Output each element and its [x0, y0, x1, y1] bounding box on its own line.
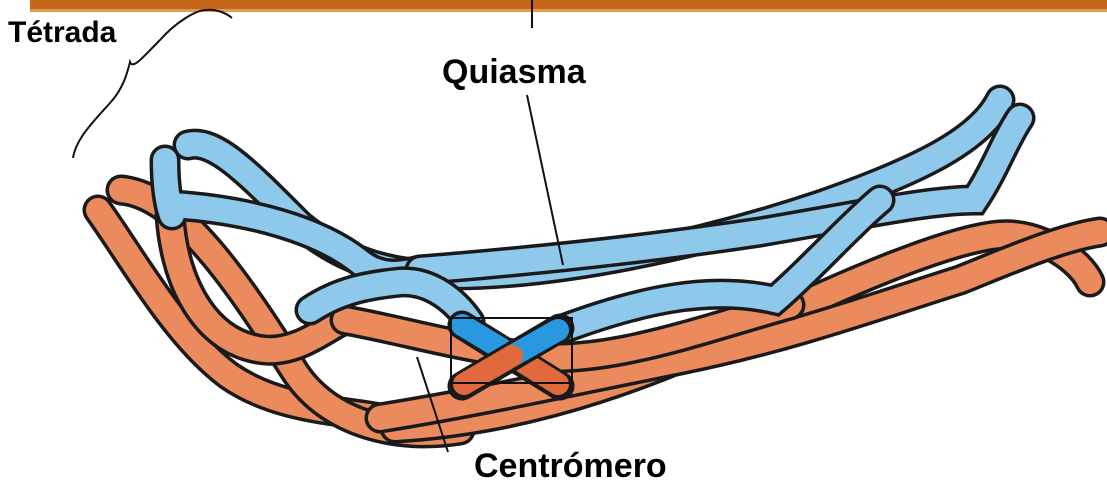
quiasma-pointer: [527, 95, 563, 265]
top-banner: [30, 0, 1107, 9]
quiasma-label: Quiasma: [442, 55, 586, 89]
top-banner-edge: [30, 9, 1107, 12]
tetrada-label: Tétrada: [8, 18, 116, 48]
centromero-label: Centrómero: [474, 449, 667, 483]
